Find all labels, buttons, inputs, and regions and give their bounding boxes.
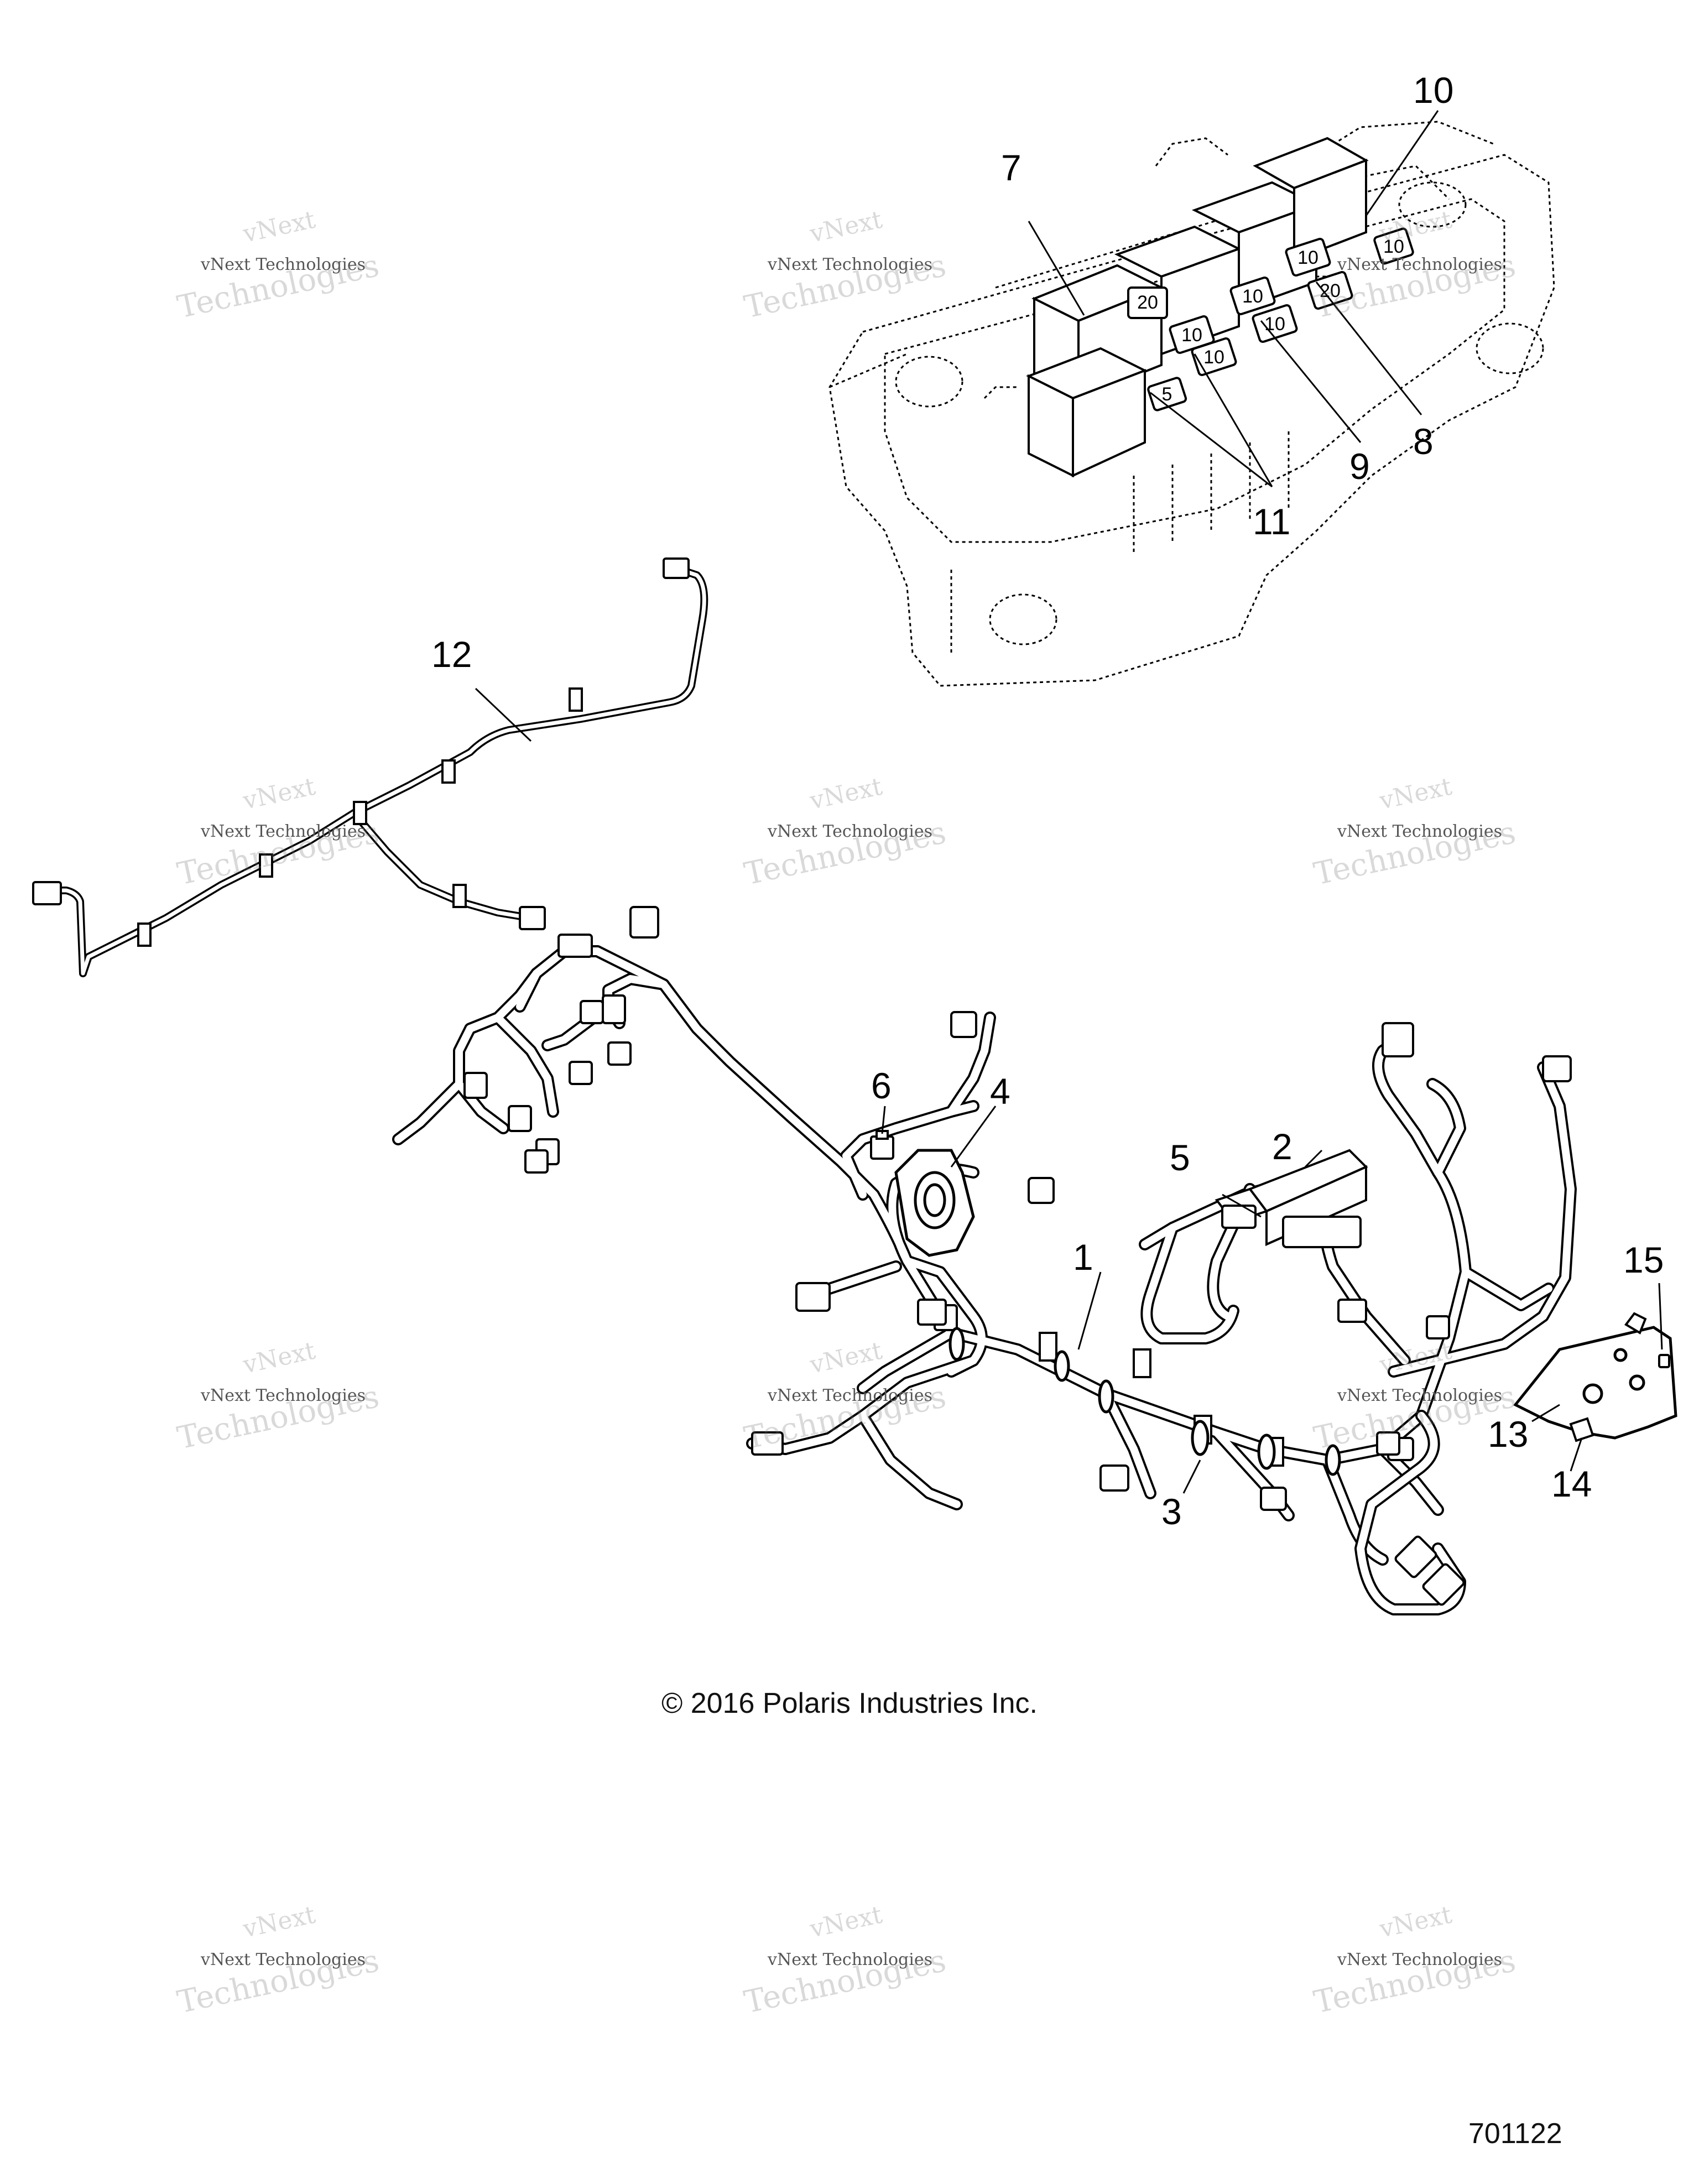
- callout-5: 5: [1170, 1137, 1190, 1178]
- nut-14: [1569, 1417, 1594, 1442]
- callout-14: 14: [1551, 1463, 1592, 1504]
- callout-1: 1: [1073, 1237, 1093, 1278]
- harness-12: [40, 566, 708, 977]
- fuse-rating: 10: [1203, 347, 1224, 368]
- leader-lines: [475, 110, 1663, 1494]
- callout-3: 3: [1161, 1491, 1182, 1532]
- callout-4: 4: [990, 1071, 1010, 1112]
- fuse-rating: 20: [1137, 292, 1158, 313]
- callout-13: 13: [1488, 1414, 1529, 1455]
- fuse-rating: 10: [1181, 325, 1202, 346]
- harness-tail: [1354, 1410, 1466, 1615]
- callout-6: 6: [871, 1065, 892, 1106]
- harness-12-connectors: [32, 557, 690, 947]
- clip-6: [870, 1130, 894, 1160]
- callout-10: 10: [1413, 70, 1454, 111]
- callout-12: 12: [431, 634, 472, 675]
- callout-11: 11: [1253, 501, 1291, 542]
- bracket-13: [1513, 1326, 1677, 1440]
- harness-connectors: [463, 906, 1572, 1606]
- fuse-slots: [1127, 227, 1414, 411]
- fuse-rating: 5: [1162, 384, 1172, 405]
- callout-2: 2: [1272, 1126, 1293, 1167]
- fuse-box-assembly: [828, 121, 1555, 687]
- callout-15: 15: [1623, 1239, 1664, 1280]
- callout-8: 8: [1413, 421, 1434, 462]
- fuse-block-2-5: [1215, 1149, 1368, 1248]
- callout-9: 9: [1349, 446, 1370, 487]
- grommet-4: [894, 1149, 975, 1257]
- fuse-rating: 10: [1242, 286, 1263, 307]
- copyright-notice: © 2016 Polaris Industries Inc.: [661, 1687, 1038, 1719]
- fuse-rating: 10: [1264, 314, 1285, 335]
- cable-ties: [948, 1327, 1341, 1476]
- fuse-box-housing: [828, 121, 1555, 687]
- fuse-rating: 10: [1297, 247, 1318, 268]
- fuse-rating: 10: [1383, 236, 1404, 257]
- bolt-15: [1624, 1312, 1670, 1368]
- callout-7: 7: [1001, 147, 1022, 188]
- drawing-number: 701122: [1468, 2118, 1562, 2150]
